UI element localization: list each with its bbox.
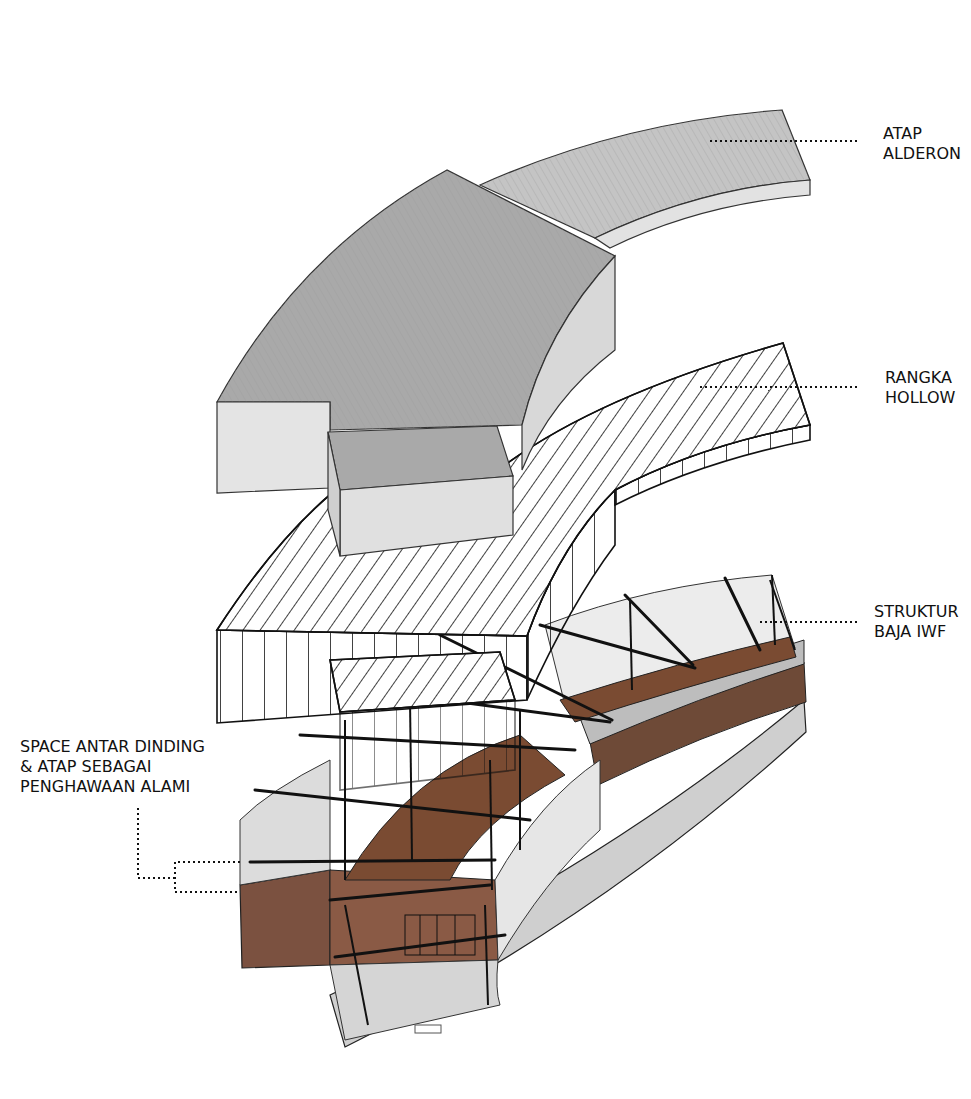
callout-note: SPACE ANTAR DINDING & ATAP SEBAGAI PENGH…: [20, 737, 216, 797]
part-label: STRUKTUR BAJA IWF: [874, 602, 964, 642]
part-label: RANGKA HOLLOW: [885, 368, 955, 408]
part-label: ATAP ALDERON: [883, 124, 961, 164]
atap-alderon: [217, 110, 810, 556]
leader-line: [138, 141, 858, 892]
